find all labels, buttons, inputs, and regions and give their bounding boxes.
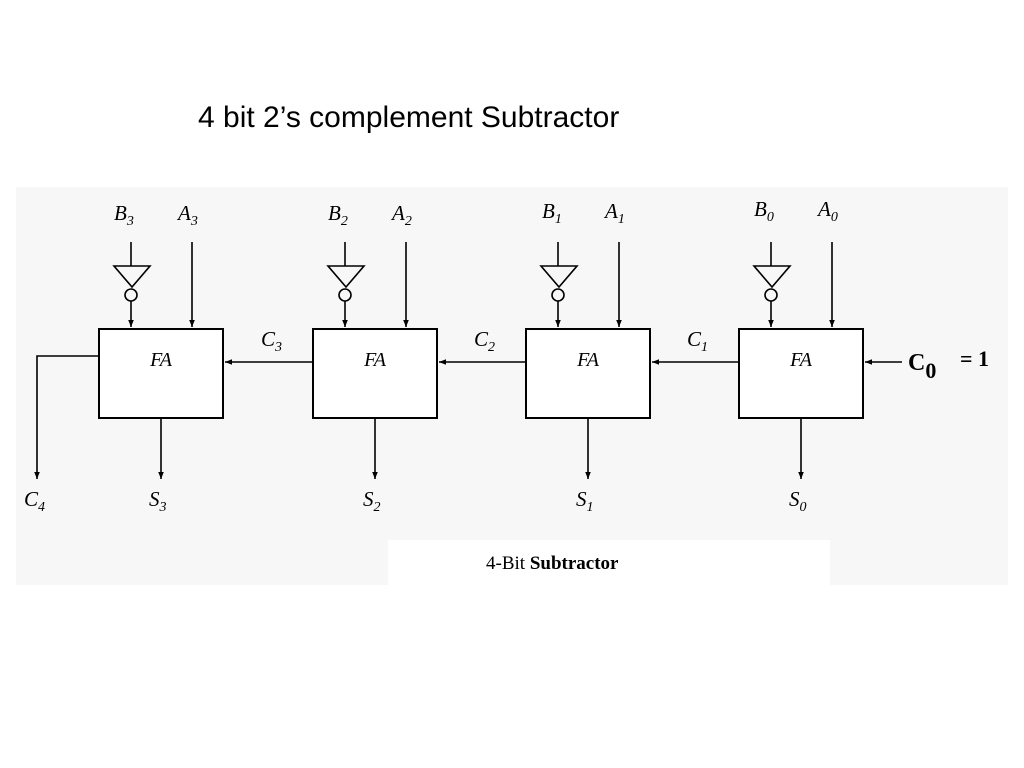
c0-value-label: = 1 [960,346,989,371]
full-adder-1-label: FA [576,349,600,371]
a0-label: A0 [816,197,838,225]
c0-label: C0 [908,350,936,383]
diagram-caption: 4-Bit Subtractor [486,553,619,574]
s1-label: S1 [576,487,594,515]
b3-label: B3 [114,201,134,229]
b2-inverter [326,265,366,289]
b3-inverter [112,265,152,289]
stage-0: FA B0 A0 S0 C1 C0 = 1 [652,197,989,515]
full-adder-1 [525,328,651,419]
b1-label: B1 [542,199,562,227]
full-adder-0-label: FA [789,349,813,371]
stage-1: FA B1 A1 S1 C2 [439,199,651,515]
b3-inverter-bubble [124,288,138,302]
slide-title: 4 bit 2’s complement Subtractor [198,101,620,134]
stage-3: FA B3 A3 S3 C4 [24,201,224,515]
s2-label: S2 [363,487,381,515]
c3-label: C3 [261,327,282,355]
full-adder-2 [312,328,438,419]
c4-output-wire [34,355,99,479]
a1-label: A1 [603,199,625,227]
full-adder-3-label: FA [149,349,173,371]
b0-inverter [752,265,792,289]
b2-label: B2 [328,201,348,229]
s3-label: S3 [149,487,167,515]
b1-inverter [539,265,579,289]
full-adder-2-label: FA [363,349,387,371]
b0-inverter-bubble [764,288,778,302]
b2-inverter-bubble [338,288,352,302]
c2-label: C2 [474,327,495,355]
s0-label: S0 [789,487,807,515]
caption-background [388,540,830,588]
c4-label: C4 [24,487,45,515]
b1-inverter-bubble [551,288,565,302]
a2-label: A2 [390,201,412,229]
stage-2: FA B2 A2 S2 C3 [225,201,438,515]
c1-label: C1 [687,327,708,355]
a3-label: A3 [176,201,198,229]
full-adder-0 [738,328,864,419]
full-adder-3 [98,328,224,419]
b0-label: B0 [754,197,774,225]
